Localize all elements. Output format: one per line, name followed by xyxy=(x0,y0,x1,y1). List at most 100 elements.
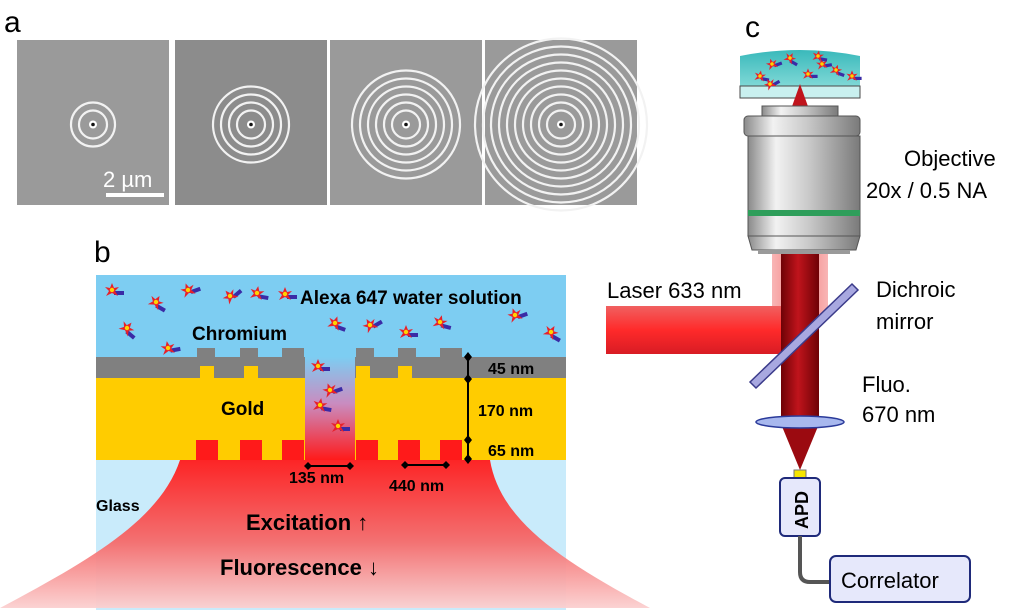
aperture-width-label: 135 nm xyxy=(289,470,344,487)
apd-label: APD xyxy=(792,491,812,529)
sem-ring xyxy=(505,69,617,180)
filter-label-2: 670 nm xyxy=(862,402,935,427)
fluorescence-focus xyxy=(781,424,819,470)
chromium-grooves xyxy=(197,348,462,358)
thickness-65: 65 nm xyxy=(488,443,534,460)
sem-ring xyxy=(366,85,446,164)
fluorophore xyxy=(754,70,770,82)
thickness-170: 170 nm xyxy=(478,403,533,420)
glass-label: Glass xyxy=(96,498,140,515)
dish-molecules xyxy=(754,50,862,91)
sem-aperture-core xyxy=(559,122,563,127)
fluorophore xyxy=(222,289,243,305)
fluorophore xyxy=(783,53,798,67)
dichroic-label-1: Dichroic xyxy=(876,277,955,302)
fluorophore xyxy=(542,325,561,343)
sem-images xyxy=(17,37,649,212)
fluorophore xyxy=(812,50,828,62)
fluorophore xyxy=(802,68,818,79)
aperture-width-ends xyxy=(304,462,354,470)
objective-lens xyxy=(743,105,861,254)
sem-ring xyxy=(235,109,267,140)
fluorophore xyxy=(507,308,528,323)
gold-top-grooves xyxy=(200,366,412,378)
thickness-45: 45 nm xyxy=(488,361,534,378)
fluorophore xyxy=(105,283,124,296)
fluorophore xyxy=(147,295,166,313)
fluorophore xyxy=(846,70,862,81)
sem-aperture-core xyxy=(249,122,253,127)
bottom-grooves xyxy=(196,440,462,460)
fluorophore xyxy=(765,58,783,71)
panel-c-letter: c xyxy=(745,11,760,44)
fluorophore xyxy=(180,283,201,298)
water-solution-layer xyxy=(96,275,566,357)
sem-ring xyxy=(489,53,633,196)
correlator-box xyxy=(829,555,971,603)
excitation-label: Excitation ↑ xyxy=(246,510,368,535)
apd-cable xyxy=(798,536,832,584)
chromium-label: Chromium xyxy=(192,324,287,345)
fluorophore xyxy=(432,315,452,330)
filter-label-1: Fluo. xyxy=(862,372,911,397)
objective-label: Objective xyxy=(904,146,996,171)
fluorophore xyxy=(278,287,297,300)
panel-a-letter: a xyxy=(4,6,21,39)
fluorophore xyxy=(327,316,346,332)
sem-ring xyxy=(481,45,641,204)
period-ends xyxy=(401,461,450,469)
gold-label: Gold xyxy=(221,399,264,420)
solution-label: Alexa 647 water solution xyxy=(300,288,522,309)
sem-ring xyxy=(473,37,649,212)
objective-spec: 20x / 0.5 NA xyxy=(866,178,987,203)
sem-ring xyxy=(219,93,283,156)
sem-ring xyxy=(390,109,422,140)
sem-ring xyxy=(69,101,117,148)
fluorophore xyxy=(250,286,269,301)
sample-dish xyxy=(740,50,860,86)
scale-bar xyxy=(106,193,164,197)
fluorophore xyxy=(311,359,330,372)
sem-ring xyxy=(545,109,577,140)
correlator-label: Correlator xyxy=(841,568,939,593)
excitation-glow xyxy=(0,460,650,608)
scale-bar-label: 2 µm xyxy=(103,167,152,192)
fluorophore xyxy=(362,318,383,334)
sem-aperture-core xyxy=(404,122,408,127)
fluorophore xyxy=(763,79,781,91)
fluorophore xyxy=(816,58,833,70)
sem-ring xyxy=(374,93,438,156)
fluorophore xyxy=(331,419,350,432)
dichroic-mirror xyxy=(748,282,860,390)
sem-ring xyxy=(77,109,109,140)
laser-label: Laser 633 nm xyxy=(607,278,742,303)
sem-ring xyxy=(350,69,462,180)
panel-b-letter: b xyxy=(94,236,111,269)
focal-cone-top xyxy=(790,84,810,112)
sem-ring xyxy=(382,101,430,148)
apd-window xyxy=(793,469,807,479)
laser-beam xyxy=(606,306,774,354)
sem-aperture-core xyxy=(91,122,95,127)
sem-ring xyxy=(529,93,593,156)
thickness-ticks xyxy=(464,352,472,464)
fluorophore xyxy=(829,64,845,78)
sem-ring xyxy=(513,77,609,172)
fluorophore xyxy=(160,341,181,355)
dichroic-label-2: mirror xyxy=(876,309,933,334)
fluorophore xyxy=(399,325,418,338)
fluorescence-label: Fluorescence ↓ xyxy=(220,555,379,580)
sem-ring xyxy=(227,101,275,148)
fluorophore xyxy=(118,321,136,340)
fluorescence-filter xyxy=(755,415,845,429)
sem-ring xyxy=(521,85,601,164)
sem-ring xyxy=(358,77,454,172)
sem-ring xyxy=(537,101,585,148)
sem-ring xyxy=(497,61,625,188)
fluorophore xyxy=(313,398,332,413)
period-label: 440 nm xyxy=(389,478,444,495)
sem-ring xyxy=(211,85,291,164)
fluorophore xyxy=(322,383,343,398)
fluorophore-molecules xyxy=(105,283,561,432)
